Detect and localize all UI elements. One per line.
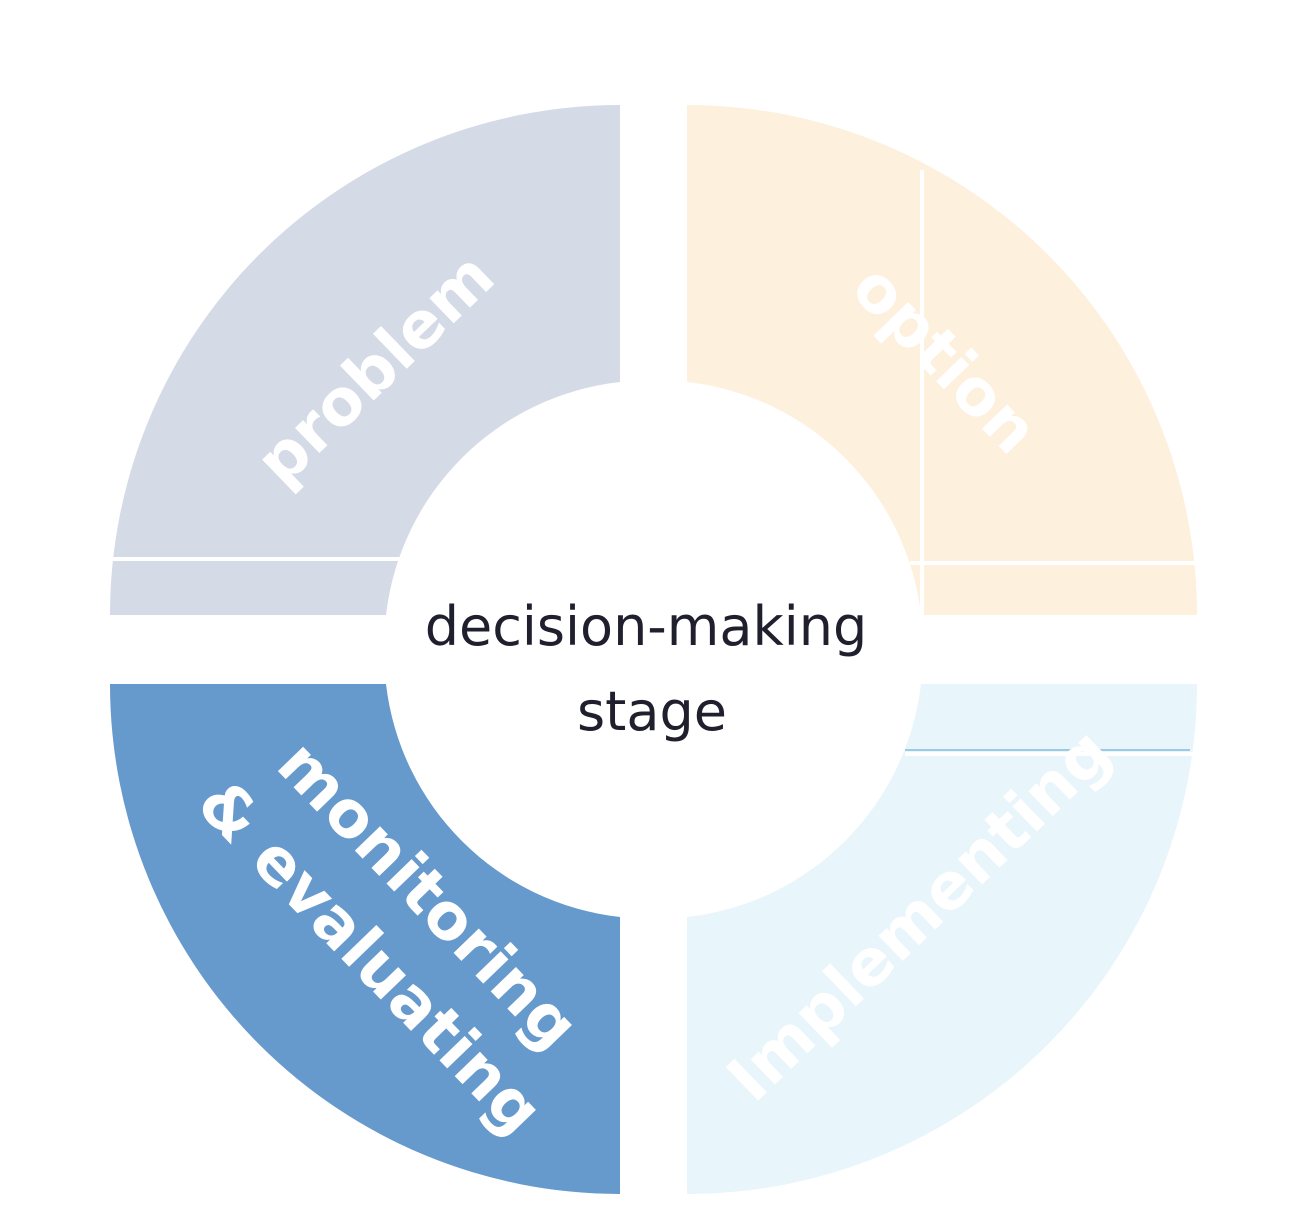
segment-implementing	[687, 684, 1197, 1194]
segment-option	[687, 105, 1197, 615]
segment-problem	[110, 105, 620, 615]
segment-monitoring-evaluating	[110, 684, 620, 1194]
center-title-line1: decision-making	[425, 595, 868, 658]
center-title-line2: stage	[577, 680, 727, 743]
